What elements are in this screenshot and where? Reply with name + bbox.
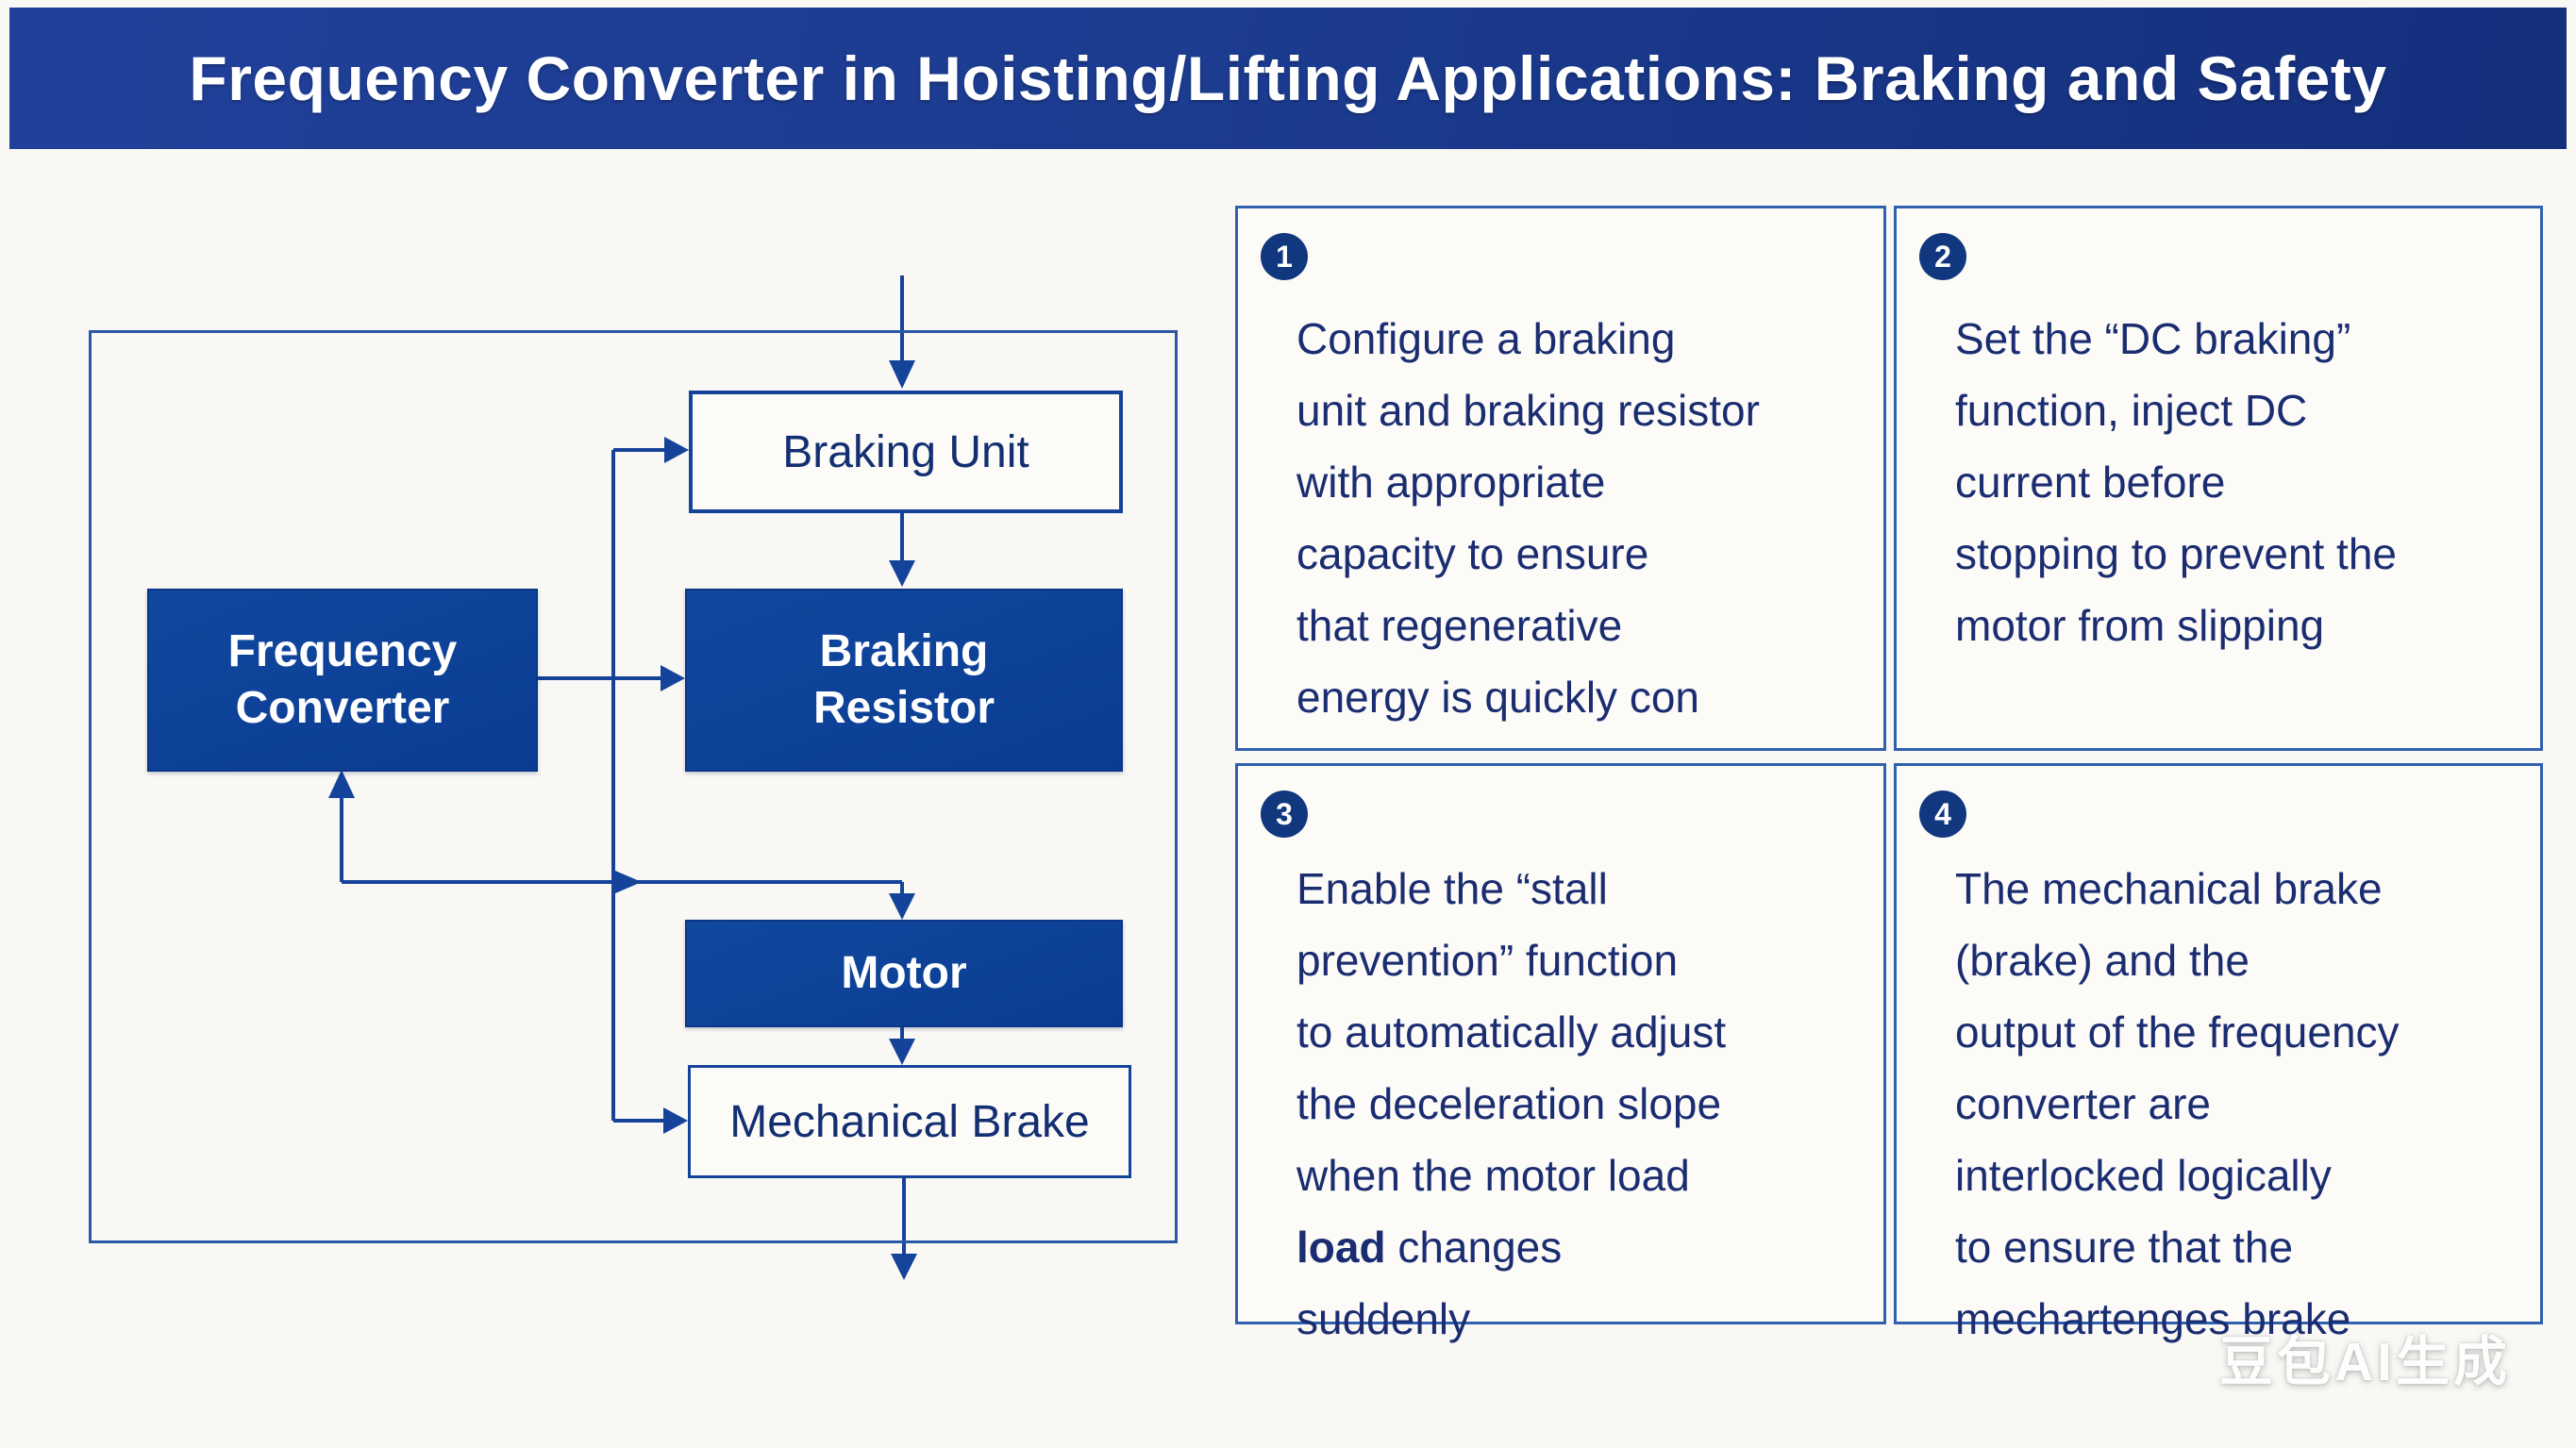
step-card-4: 4 The mechanical brake (brake) and the o… (1894, 763, 2543, 1343)
step-text-1: Configure a braking unit and braking res… (1296, 314, 1760, 722)
step-number-3: 3 (1276, 796, 1293, 831)
step-number-1: 1 (1276, 239, 1293, 274)
step-badge-2: 2 (1919, 233, 1966, 280)
step-number-4: 4 (1934, 796, 1951, 831)
arrowhead-exit-bottom (891, 1254, 917, 1280)
node-braking-unit-label: Braking Unit (782, 426, 1029, 477)
step-text-3-bold: load (1296, 1223, 1386, 1272)
step-card-3: 3 Enable the “stall prevention” function… (1235, 763, 1886, 1343)
node-braking-resistor-label: Braking Resistor (812, 626, 995, 733)
flowchart-boundary-box (89, 330, 1178, 1243)
node-frequency-converter-label: Frequency Converter (227, 626, 458, 733)
node-braking-unit: Braking Unit (689, 391, 1123, 513)
step-text-3-post: changes suddenly (1296, 1223, 1563, 1343)
step-badge-1: 1 (1261, 233, 1308, 280)
step-text-3-pre: Enable the “stall prevention” function t… (1296, 864, 1727, 1200)
step-text-2: Set the “DC braking” function, inject DC… (1955, 314, 2397, 650)
title-bar: Frequency Converter in Hoisting/Lifting … (9, 8, 2567, 149)
step-badge-4: 4 (1919, 791, 1966, 838)
step-card-2: 2 Set the “DC braking” function, inject … (1894, 206, 2543, 751)
step-card-1: 1 Configure a braking unit and braking r… (1235, 206, 1886, 751)
step-badge-3: 3 (1261, 791, 1308, 838)
step-number-2: 2 (1934, 239, 1951, 274)
ai-watermark: 豆包AI生成 (2219, 1332, 2511, 1392)
node-motor-label: Motor (841, 948, 967, 998)
page-title: Frequency Converter in Hoisting/Lifting … (189, 43, 2387, 113)
step-text-3: Enable the “stall prevention” function t… (1296, 853, 1855, 1355)
step-text-4: The mechanical brake (brake) and the out… (1955, 864, 2400, 1343)
node-motor: Motor (685, 920, 1123, 1027)
node-mechanical-brake-label: Mechanical Brake (729, 1096, 1090, 1147)
node-mechanical-brake: Mechanical Brake (688, 1065, 1131, 1178)
node-frequency-converter: Frequency Converter (147, 589, 538, 772)
node-braking-resistor: Braking Resistor (685, 589, 1123, 772)
